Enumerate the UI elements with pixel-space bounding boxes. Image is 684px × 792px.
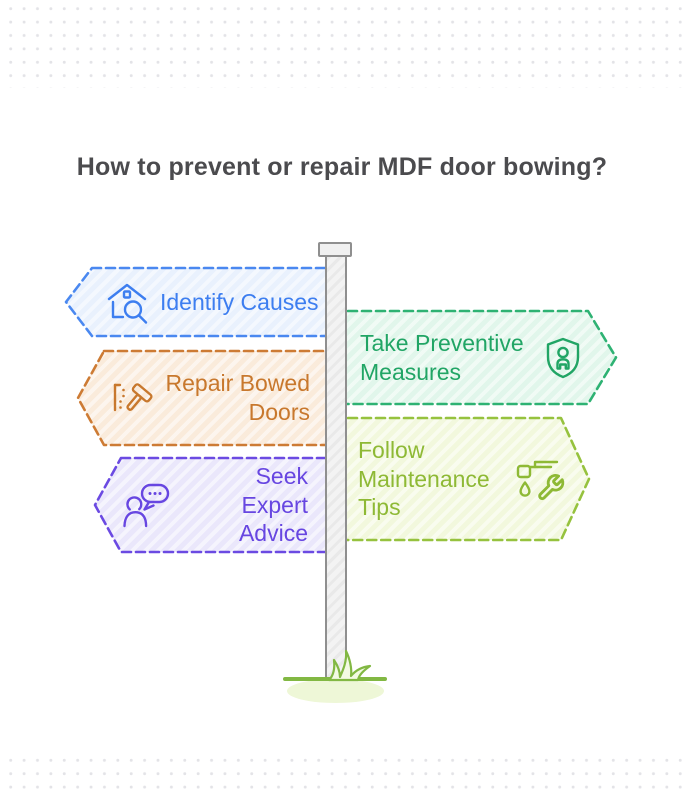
person-chat-icon: [119, 477, 175, 533]
sign-label: Identify Causes: [160, 288, 319, 315]
hammer-nails-icon: [104, 372, 156, 424]
sign-seek-expert-advice: Seek Expert Advice: [93, 456, 340, 554]
sign-follow-maintenance-tips: Follow Maintenance Tips: [332, 416, 591, 542]
sign-panel: [78, 351, 338, 445]
ground-shadow-ellipse: [287, 679, 384, 703]
dotted-pattern-top: [0, 0, 684, 88]
sign-content: Repair Bowed Doors: [78, 351, 338, 445]
sign-content: Seek Expert Advice: [95, 458, 338, 552]
sign-border: [93, 456, 340, 554]
sign-panel: [95, 458, 338, 552]
sign-label: Repair Bowed Doors: [165, 370, 310, 425]
sign-panel: [334, 311, 616, 404]
sign-content: Take Preventive Measures: [334, 311, 616, 404]
sign-label: Take Preventive Measures: [360, 329, 524, 385]
sign-label: Follow Maintenance Tips: [358, 436, 490, 521]
grass-tuft-icon: [327, 649, 372, 682]
sign-take-preventive-measures: Take Preventive Measures: [332, 309, 618, 406]
signpost-pole: [325, 255, 347, 680]
sign-panel: [334, 418, 589, 540]
sign-panel: [66, 268, 338, 336]
sign-repair-bowed-doors: Repair Bowed Doors: [76, 349, 340, 447]
faucet-wrench-icon: [513, 452, 567, 506]
page-title: How to prevent or repair MDF door bowing…: [76, 153, 608, 181]
sign-border: [76, 349, 340, 447]
sign-content: Follow Maintenance Tips: [334, 418, 589, 540]
dotted-pattern-bottom: [0, 758, 684, 792]
sign-border: [64, 266, 340, 338]
sign-label: Seek Expert Advice: [238, 462, 308, 547]
shield-person-icon: [540, 335, 586, 381]
sign-identify-causes: Identify Causes: [64, 266, 340, 338]
sign-content: Identify Causes: [66, 268, 338, 336]
house-search-icon: [102, 277, 152, 327]
